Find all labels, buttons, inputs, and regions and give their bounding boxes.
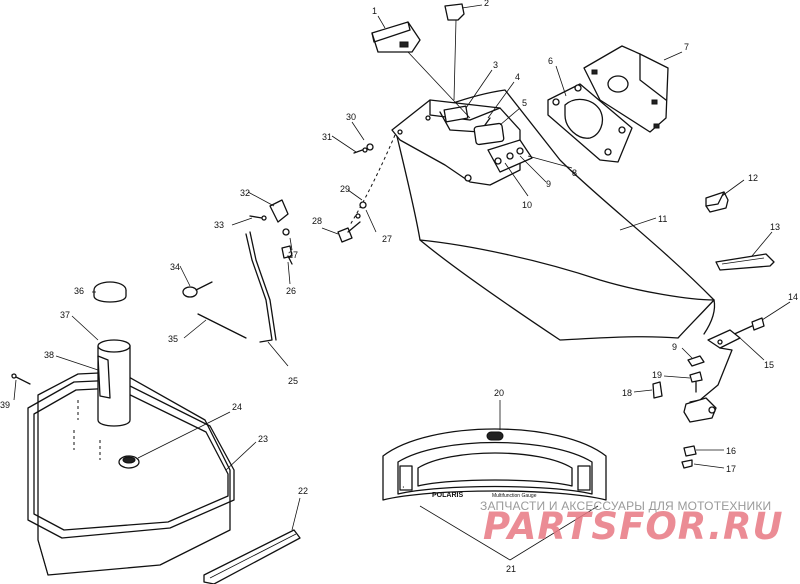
- callout-20: 20: [494, 388, 504, 398]
- callout-13: 13: [770, 222, 780, 232]
- watermark-caption: ЗАПЧАСТИ И АКСЕССУАРЫ ДЛЯ МОТОТЕХНИКИ: [480, 499, 772, 513]
- hood-cover: [349, 89, 716, 341]
- callout-27b: 27: [382, 234, 392, 244]
- callout-29: 29: [340, 184, 350, 194]
- callout-35: 35: [168, 334, 178, 344]
- callout-37: 37: [60, 310, 70, 320]
- callout-22: 22: [298, 486, 308, 496]
- callout-34: 34: [170, 262, 180, 272]
- callout-1: 1: [372, 6, 377, 16]
- callout-14: 14: [788, 292, 798, 302]
- callout-26: 26: [286, 286, 296, 296]
- callout-11: 11: [658, 214, 667, 224]
- callout-28: 28: [312, 216, 322, 226]
- part-7-plate: [583, 45, 669, 133]
- callout-8: 8: [572, 168, 577, 178]
- display-brand-label: POLARIS: [432, 492, 463, 499]
- callout-7: 7: [684, 42, 689, 52]
- part-22-strip: [203, 529, 301, 584]
- watermark-logo: PARTSFOR.RU: [483, 505, 784, 548]
- part-2-switch: [444, 3, 465, 101]
- callout-31: 31: [322, 132, 332, 142]
- part-12-clip: [705, 191, 729, 213]
- display-panel: .: [382, 428, 607, 501]
- callout-33: 33: [214, 220, 224, 230]
- svg-text:.: .: [399, 486, 406, 488]
- callout-18: 18: [622, 388, 632, 398]
- callout-9b: 9: [672, 342, 677, 352]
- part-6-gasket: [547, 83, 633, 163]
- callout-15: 15: [764, 360, 774, 370]
- callout-12: 12: [748, 173, 758, 183]
- callout-19: 19: [652, 370, 662, 380]
- panel-text: POLARIS Multifunction Gauge: [432, 492, 537, 499]
- callout-17: 17: [726, 464, 736, 474]
- callout-32: 32: [240, 188, 250, 198]
- callout-25: 25: [288, 376, 298, 386]
- callout-9: 9: [546, 179, 551, 189]
- console-housing: [391, 99, 533, 186]
- part-14-15-bracket: [683, 317, 765, 423]
- callout-5: 5: [522, 98, 527, 108]
- leader-lines: [13, 4, 791, 561]
- callout-21: 21: [506, 564, 516, 574]
- small-hardware: [281, 143, 374, 265]
- callout-4: 4: [515, 72, 520, 82]
- part-9-19-hardware: [652, 355, 705, 399]
- part-35-spring: [197, 313, 247, 339]
- part-34-eyelet: [182, 281, 213, 298]
- callout-36: 36: [74, 286, 84, 296]
- part-32-33-bracket: [249, 199, 289, 223]
- callout-24: 24: [232, 402, 242, 412]
- fuel-tank: [11, 281, 235, 576]
- callout-2: 2: [484, 0, 489, 8]
- display-small-text: Multifunction Gauge: [492, 493, 537, 499]
- callout-6: 6: [548, 56, 553, 66]
- part-1-switch: [371, 21, 471, 119]
- part-25-rod: [245, 231, 277, 343]
- part-16-17-nuts: [681, 445, 697, 469]
- callout-23: 23: [258, 434, 268, 444]
- callout-16: 16: [726, 446, 736, 456]
- callout-38: 38: [44, 350, 54, 360]
- callout-39: 39: [0, 400, 10, 410]
- callout-10: 10: [522, 200, 532, 210]
- callout-27a: 27: [288, 250, 298, 260]
- part-13-strip: [715, 253, 775, 271]
- callout-3: 3: [493, 60, 498, 70]
- callout-30: 30: [346, 112, 356, 122]
